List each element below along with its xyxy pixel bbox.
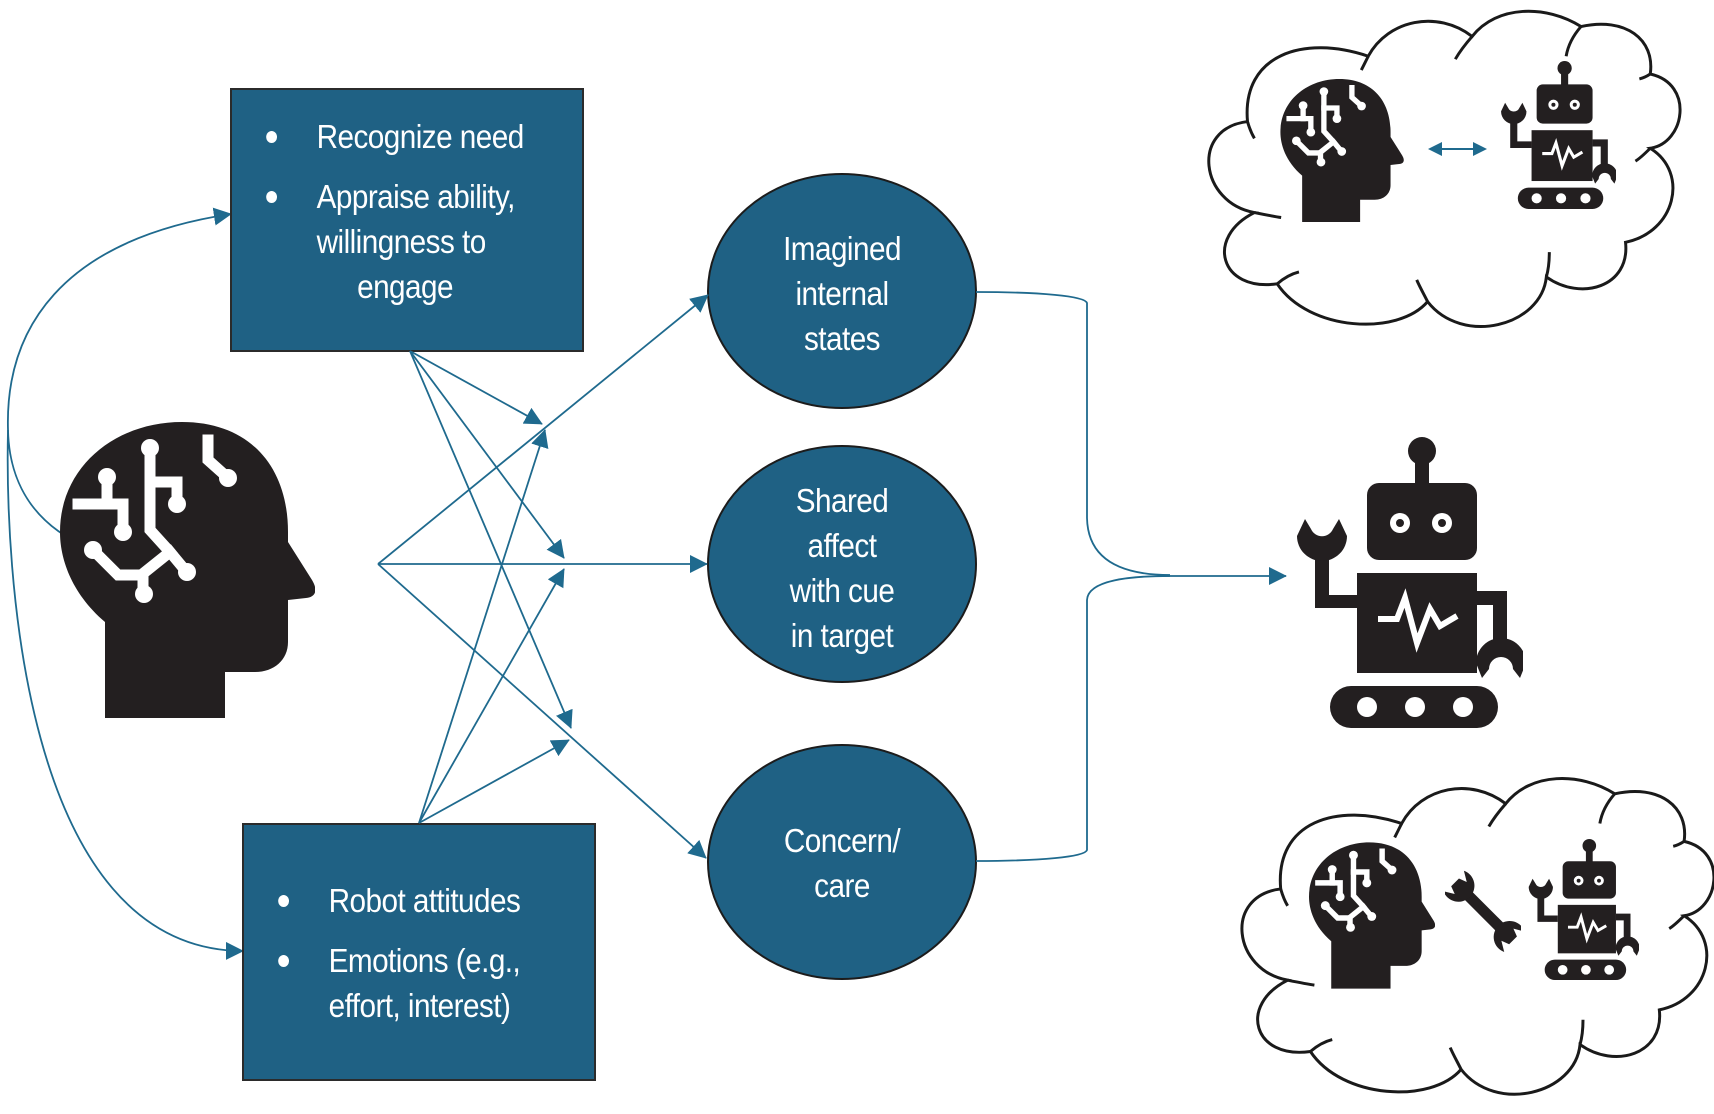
ellipse-shared-affect bbox=[707, 445, 977, 683]
bullet-dot bbox=[278, 955, 289, 967]
ellipse-imagined-internal-states bbox=[707, 173, 977, 409]
arrow-topbox-1 bbox=[409, 350, 543, 425]
ellipse-label-line: Imagined bbox=[783, 230, 901, 267]
ellipse-label-line: Shared bbox=[795, 482, 889, 519]
bullet-text: Appraise ability, bbox=[316, 178, 516, 215]
double-arrow-left-head bbox=[1428, 142, 1442, 156]
bullet-text: Recognize need bbox=[316, 118, 525, 155]
ellipse-label-line: internal bbox=[795, 275, 889, 312]
arrow-bottombox-3 bbox=[418, 739, 570, 824]
connector-arrows bbox=[377, 291, 1287, 862]
arrow-bottombox-1 bbox=[418, 429, 549, 824]
ellipse-label-line: with cue bbox=[789, 572, 895, 609]
human-head-circuit-icon bbox=[1280, 79, 1403, 222]
bottom-cloud bbox=[1240, 777, 1714, 1096]
bullet-item: Recognize need bbox=[241, 114, 583, 159]
bullet-dot bbox=[266, 131, 277, 143]
bullet-text: willingness to bbox=[316, 223, 487, 260]
brace-top bbox=[975, 291, 1171, 576]
bullet-dot bbox=[278, 895, 289, 907]
bullet-item: Robot attitudes bbox=[253, 878, 595, 923]
ellipse-label-line: in target bbox=[790, 617, 894, 654]
ellipse-3-label: Concern/ care bbox=[734, 818, 950, 908]
ellipse-1-label: Imagined internal states bbox=[734, 226, 950, 361]
human-head-circuit-icon bbox=[60, 422, 315, 718]
bottom-box-text: Robot attitudes Emotions (e.g., effort, … bbox=[253, 878, 595, 1028]
arrow-bottombox-2 bbox=[418, 568, 565, 824]
ellipse-concern-care bbox=[707, 744, 977, 980]
bullet-text: Robot attitudes bbox=[328, 882, 521, 919]
arrow-hub-to-ellipse-1 bbox=[377, 294, 709, 565]
cloud-outline bbox=[1240, 777, 1714, 1096]
bottom-box bbox=[242, 823, 596, 1081]
bullet-text: effort, interest) bbox=[328, 987, 511, 1024]
top-cloud bbox=[1207, 9, 1682, 328]
arrow-hub-to-ellipse-3 bbox=[377, 563, 707, 859]
ellipse-label-line: affect bbox=[807, 527, 877, 564]
ellipse-label-line: states bbox=[803, 320, 881, 357]
arrow-head-to-bottom-box bbox=[6, 429, 244, 960]
wrench-icon bbox=[1445, 869, 1521, 954]
top-box bbox=[230, 88, 584, 352]
bullet-item: Appraise ability, willingness to engage bbox=[241, 174, 583, 309]
double-arrow-right-head bbox=[1473, 142, 1487, 156]
bullet-text: engage bbox=[357, 268, 453, 305]
bullet-item: Emotions (e.g., effort, interest) bbox=[253, 938, 595, 1028]
ellipse-2-label: Shared affect with cue in target bbox=[734, 478, 950, 658]
brace-bottom bbox=[975, 575, 1171, 862]
bullet-dot bbox=[266, 191, 277, 203]
human-head-circuit-icon bbox=[1309, 842, 1435, 988]
bullet-text: Emotions (e.g., bbox=[328, 942, 521, 979]
ellipse-label-line: care bbox=[814, 867, 870, 904]
robot-icon bbox=[1527, 837, 1639, 980]
ellipse-label-line: Concern/ bbox=[783, 822, 901, 859]
arrow-topbox-2 bbox=[409, 350, 565, 559]
top-box-text: Recognize need Appraise ability, willing… bbox=[241, 114, 583, 309]
arrow-topbox-3 bbox=[409, 350, 573, 729]
robot-icon bbox=[1500, 59, 1616, 209]
robot-icon bbox=[1297, 437, 1526, 728]
